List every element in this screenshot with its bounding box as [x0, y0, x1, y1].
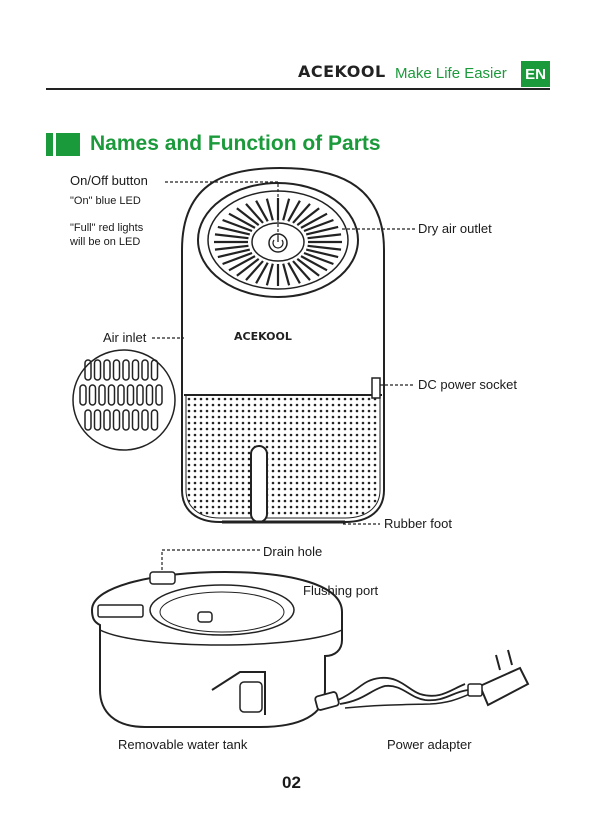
- label-on-led: "On" blue LED: [70, 195, 141, 208]
- label-flushing-port: Flushing port: [303, 583, 378, 598]
- power-button[interactable]: [269, 234, 287, 252]
- label-dry-air-outlet: Dry air outlet: [418, 221, 492, 236]
- page-number: 02: [282, 773, 301, 793]
- label-full-led-2: will be on LED: [70, 236, 140, 249]
- power-adapter: [315, 650, 528, 711]
- label-on-off-button: On/Off button: [70, 173, 148, 188]
- label-power-adapter: Power adapter: [387, 737, 472, 752]
- label-drain-hole: Drain hole: [263, 544, 322, 559]
- label-full-led-1: "Full" red lights: [70, 222, 143, 235]
- device-logo: ACEKOOL: [234, 330, 292, 343]
- air-inlet-detail: [73, 350, 175, 450]
- label-rubber-foot: Rubber foot: [384, 516, 452, 531]
- label-air-inlet: Air inlet: [103, 330, 146, 345]
- label-water-tank: Removable water tank: [118, 737, 247, 752]
- label-dc-power-socket: DC power socket: [418, 377, 517, 392]
